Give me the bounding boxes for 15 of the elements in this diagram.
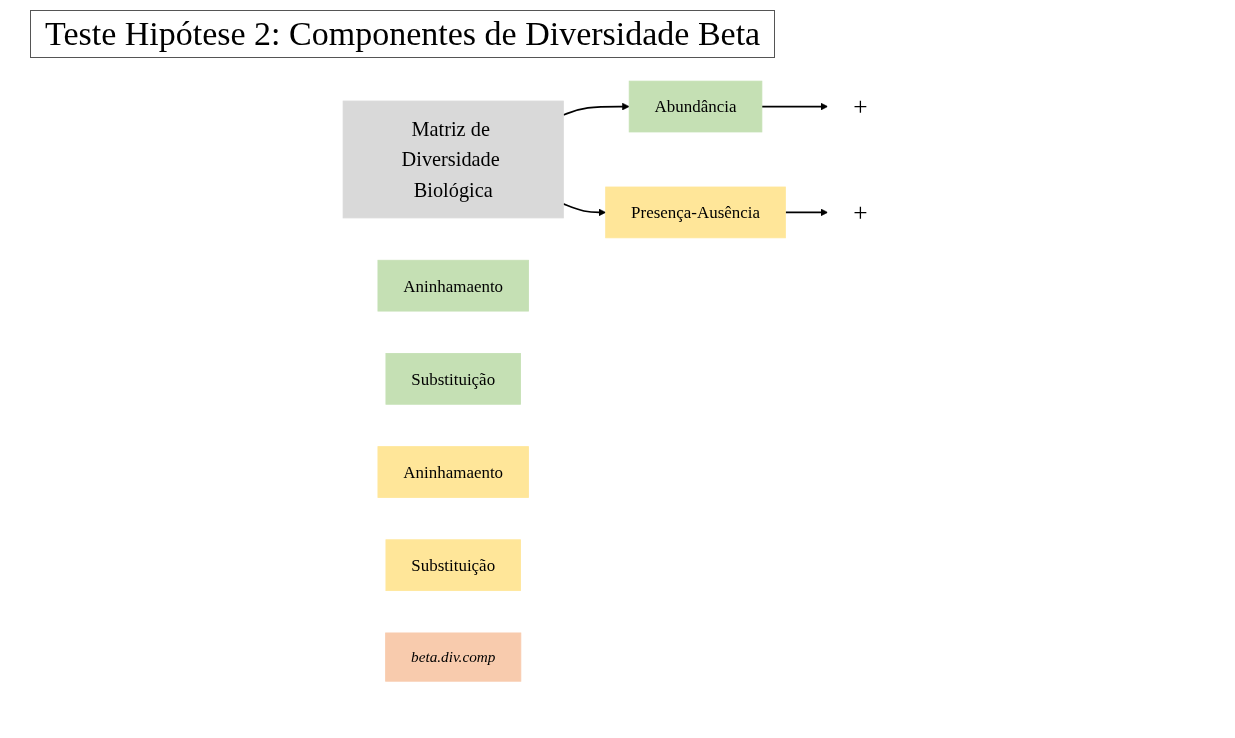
node-box: Abundância bbox=[628, 80, 762, 133]
node-box: Substituição bbox=[385, 539, 521, 592]
node-text: + bbox=[852, 92, 867, 121]
node-box: Aninhamaento bbox=[377, 259, 529, 312]
arrow bbox=[562, 102, 630, 116]
arrow bbox=[562, 203, 606, 217]
title: Teste Hipótese 2: Componentes de Diversidade Beta bbox=[30, 10, 776, 58]
node-box: Substituição bbox=[385, 353, 521, 405]
node-box: beta.div.comp bbox=[384, 632, 521, 682]
arrow bbox=[760, 102, 828, 111]
node-box: Matriz de Diversidade Biológica bbox=[342, 100, 564, 219]
arrow bbox=[784, 208, 828, 217]
node-box: Presença-Ausência bbox=[604, 186, 786, 239]
node-text: + bbox=[852, 198, 867, 227]
node-box: Aninhamaento bbox=[377, 446, 529, 498]
